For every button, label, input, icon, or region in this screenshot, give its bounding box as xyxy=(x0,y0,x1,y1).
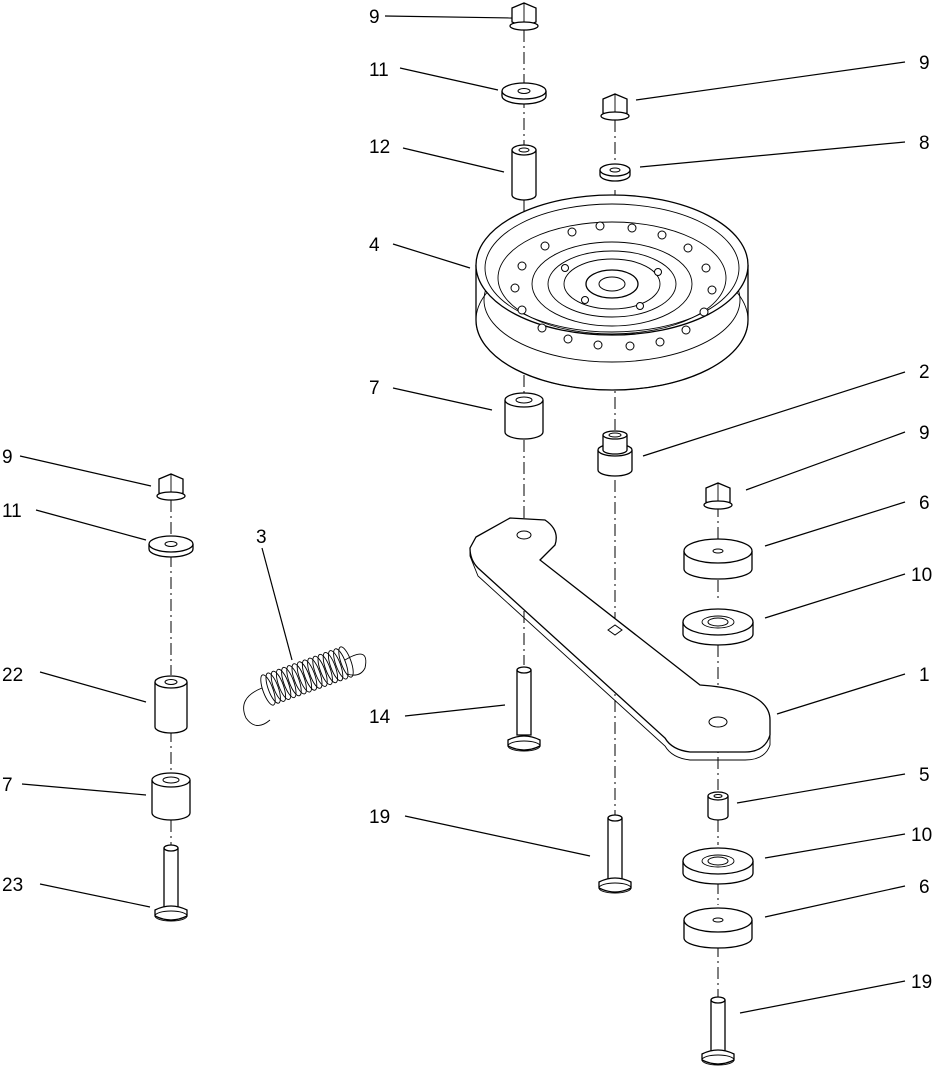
spring-coil xyxy=(301,659,318,691)
bolt-23 xyxy=(154,844,188,922)
callout-9-left: 9 xyxy=(2,447,13,468)
callout-10-lower: 10 xyxy=(911,825,932,846)
callout-7-left: 7 xyxy=(2,775,13,796)
callout-14: 14 xyxy=(369,707,391,728)
washer-6-upper xyxy=(683,538,753,580)
spring-coil xyxy=(281,666,297,699)
idler-pulley xyxy=(475,194,749,391)
callout-4: 4 xyxy=(369,235,380,256)
bolt-14 xyxy=(507,666,541,752)
callout-2: 2 xyxy=(919,362,930,383)
spring-coil xyxy=(265,672,281,704)
spring-coil xyxy=(307,657,323,689)
callout-19-center: 19 xyxy=(369,807,390,828)
idler-arm xyxy=(469,517,771,761)
extension-spring xyxy=(243,646,367,726)
spacer-7-center xyxy=(504,392,544,440)
callout-9-right: 9 xyxy=(919,53,930,74)
leader-lines xyxy=(19,15,906,1014)
flange-nut-left xyxy=(156,473,186,501)
spring-coil xyxy=(291,663,307,695)
spring-coil xyxy=(286,665,302,697)
spacer-12 xyxy=(511,144,537,201)
callout-23: 23 xyxy=(2,875,23,896)
callout-12: 12 xyxy=(369,137,390,158)
washer-6-lower xyxy=(683,907,753,949)
callout-1: 1 xyxy=(919,665,930,686)
flange-nut-top xyxy=(509,2,539,31)
spacer-5 xyxy=(707,791,729,821)
spacer-7-left xyxy=(151,772,191,821)
spring-coil xyxy=(260,674,276,706)
callout-11-left: 11 xyxy=(2,501,22,522)
spring-coil xyxy=(317,653,333,686)
spring-coil xyxy=(327,650,344,682)
callout-7-center: 7 xyxy=(369,378,380,399)
spring-coil xyxy=(270,670,287,702)
spring-coil xyxy=(338,646,354,678)
callout-6-upper: 6 xyxy=(919,493,930,514)
callout-22: 22 xyxy=(2,665,23,686)
center-lines xyxy=(170,30,719,1000)
washer-10-lower xyxy=(682,847,754,885)
callout-3: 3 xyxy=(256,527,267,548)
spring-coil xyxy=(333,648,349,680)
spring-coil xyxy=(312,655,328,687)
callout-9-top: 9 xyxy=(369,7,380,28)
callout-11-top: 11 xyxy=(369,60,389,81)
callout-6-lower: 6 xyxy=(919,877,930,898)
washer-8 xyxy=(599,163,631,182)
spring-coil xyxy=(322,652,339,684)
bolt-19-right xyxy=(701,996,735,1066)
callout-19-right: 19 xyxy=(911,972,932,993)
spacer-22 xyxy=(154,675,188,734)
callout-8: 8 xyxy=(919,133,930,154)
bushing-2 xyxy=(597,430,633,477)
callout-10-upper: 10 xyxy=(911,565,932,586)
flange-nut-right xyxy=(600,93,630,121)
callout-5: 5 xyxy=(919,765,930,786)
spring-coil xyxy=(296,661,313,693)
washer-10-upper xyxy=(682,608,754,646)
bolt-19-center xyxy=(598,814,632,894)
spring-coil xyxy=(275,668,292,700)
washer-11-top xyxy=(501,82,547,105)
washer-11-left xyxy=(148,535,194,558)
callout-9-mid: 9 xyxy=(919,423,930,444)
flange-nut-mid-right xyxy=(703,482,733,510)
callout-labels: 9 11 12 4 7 9 8 2 9 6 10 1 14 5 19 10 6 … xyxy=(2,7,932,993)
pulley-bolt-holes xyxy=(510,221,717,351)
